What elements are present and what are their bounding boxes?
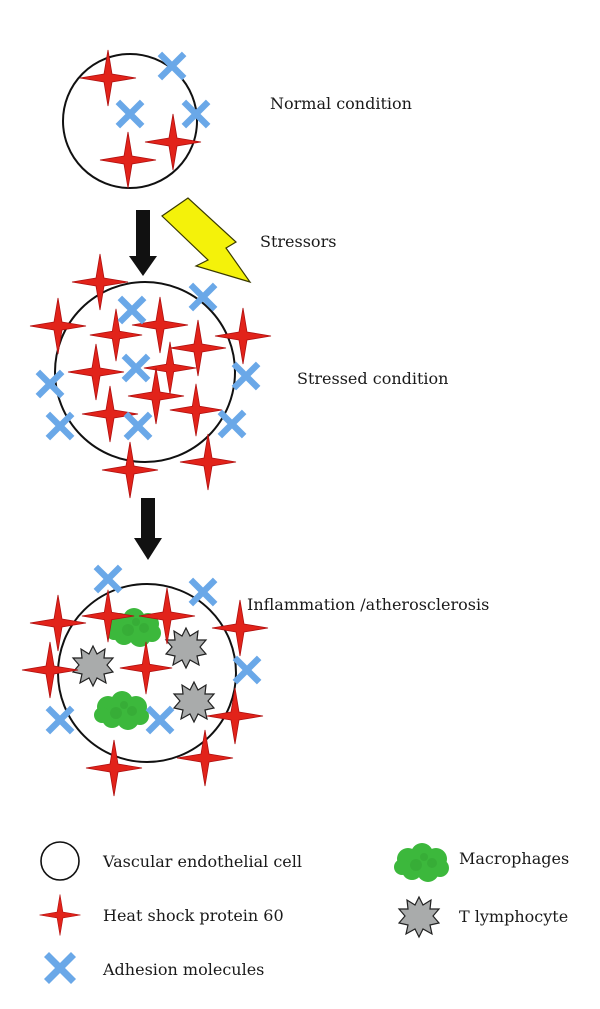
adhesion-x-icon — [93, 564, 123, 594]
legend-adhesion-label: Adhesion molecules — [102, 960, 264, 979]
down-arrow-2 — [134, 498, 162, 560]
t-lymphocyte-icon — [72, 645, 114, 687]
hsp-star-icon — [144, 113, 202, 171]
hsp-star-icon — [79, 49, 137, 107]
hsp-star-icon — [206, 687, 264, 745]
hsp-star-icon — [85, 739, 143, 797]
adhesion-x-icon — [123, 411, 153, 441]
adhesion-x-icon — [117, 295, 147, 325]
normal-condition-group: Normal condition — [62, 49, 412, 189]
legend-macrophage-label: Macrophages — [459, 849, 569, 868]
hsp-star-icon — [21, 641, 79, 699]
adhesion-x-icon — [45, 705, 75, 735]
stressed-condition-label: Stressed condition — [297, 369, 448, 388]
adhesion-x-icon — [115, 99, 145, 129]
legend: Vascular endothelial cell Heat shock pro… — [39, 841, 569, 984]
adhesion-x-icon — [157, 51, 187, 81]
legend-cell-label: Vascular endothelial cell — [102, 852, 302, 871]
hsp-star-icon — [119, 641, 173, 695]
legend-hsp-label: Heat shock protein 60 — [103, 906, 284, 925]
adhesion-x-icon — [145, 705, 175, 735]
stressors-label: Stressors — [260, 232, 336, 251]
hsp-star-icon — [99, 131, 157, 189]
legend-tcell-icon — [398, 896, 440, 938]
normal-condition-label: Normal condition — [270, 94, 412, 113]
inflammation-group: Inflammation /atherosclerosis — [21, 564, 489, 797]
hsp-star-icon — [101, 441, 159, 499]
adhesion-x-icon — [231, 361, 261, 391]
inflammation-label: Inflammation /atherosclerosis — [247, 595, 489, 614]
legend-macrophage-icon — [394, 843, 449, 882]
lightning-bolt-icon — [161, 197, 252, 284]
stressed-condition-group: Stressed condition — [29, 253, 448, 499]
legend-adhesion-icon — [44, 952, 76, 984]
macrophage-icon — [94, 691, 149, 730]
adhesion-x-icon — [35, 369, 65, 399]
legend-tcell-label: T lymphocyte — [459, 907, 568, 926]
legend-hsp-icon — [39, 894, 81, 936]
legend-cell-icon — [40, 841, 80, 881]
adhesion-x-icon — [217, 409, 247, 439]
hsp-star-icon — [29, 594, 87, 652]
hsp-star-icon — [176, 729, 234, 787]
hsp-star-icon — [179, 433, 237, 491]
normal-cell-circle — [62, 53, 198, 189]
down-arrow-1 — [129, 210, 157, 276]
adhesion-x-icon — [45, 411, 75, 441]
hsp-star-icon — [127, 367, 185, 425]
hsp-star-icon — [29, 297, 87, 355]
t-lymphocyte-icon — [165, 627, 207, 669]
adhesion-x-icon — [188, 577, 218, 607]
hsp-star-icon — [214, 307, 272, 365]
stressed-cell-circle — [54, 281, 236, 463]
